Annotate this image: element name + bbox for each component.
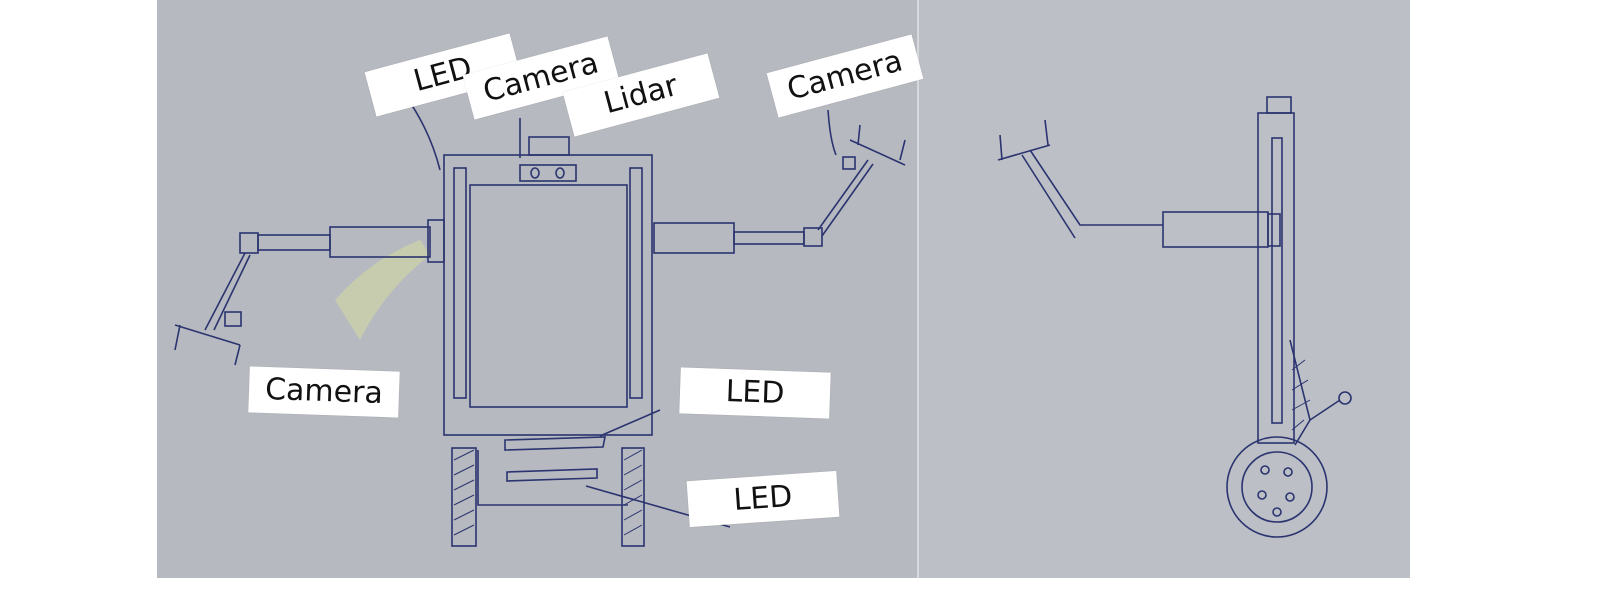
paper-side-view	[918, 0, 1410, 578]
highlighter-mark	[335, 240, 430, 340]
hatching	[453, 359, 1311, 536]
label-led-middle: LED	[679, 367, 831, 419]
side-body	[997, 96, 1352, 538]
label-camera-left-arm: Camera	[248, 366, 400, 418]
camera-module	[519, 164, 577, 182]
front-body	[174, 94, 906, 547]
